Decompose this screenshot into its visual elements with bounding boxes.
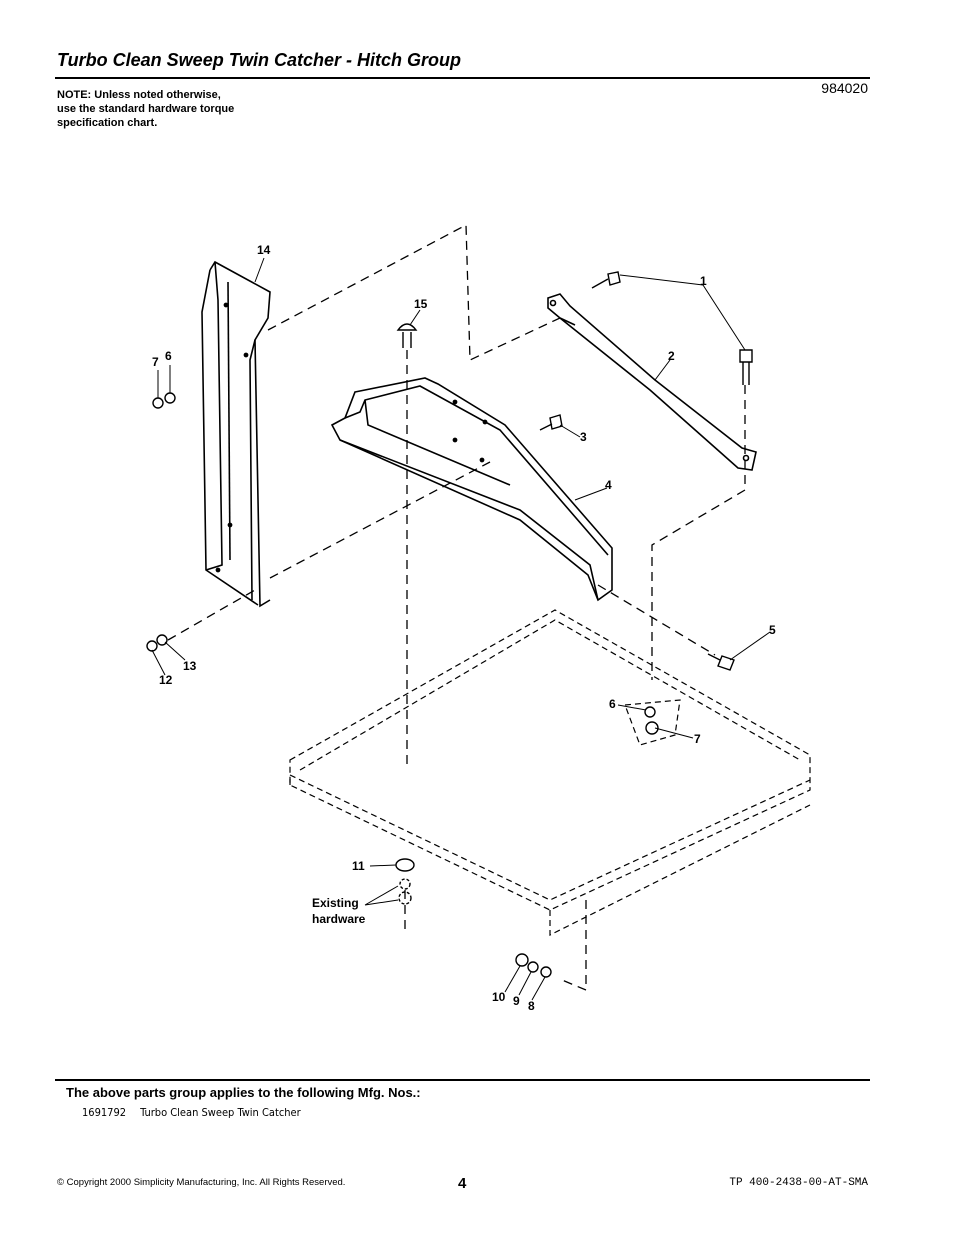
applies-heading: The above parts group applies to the fol… <box>66 1085 421 1100</box>
callout-6: 6 <box>609 697 616 711</box>
callout-11: 11 <box>352 859 365 873</box>
leader-lines <box>151 257 771 1001</box>
page-number: 4 <box>458 1175 467 1192</box>
bolt-icon <box>539 414 563 431</box>
bolt-icon <box>707 653 735 671</box>
callout-9: 9 <box>513 994 520 1008</box>
note-line: NOTE: Unless noted otherwise, <box>57 89 221 101</box>
note-line: use the standard hardware torque <box>57 103 235 115</box>
part-number: 984020 <box>821 80 868 96</box>
torque-note: NOTE: Unless noted otherwise, use the st… <box>57 88 234 130</box>
hitch-strap <box>547 293 757 471</box>
bolt-icon <box>591 271 753 385</box>
callout-14: 14 <box>257 243 271 257</box>
mfg-row: 1691792 Turbo Clean Sweep Twin Catcher <box>82 1106 301 1119</box>
note-line: specification chart. <box>57 117 158 129</box>
callout-7: 7 <box>694 732 701 746</box>
header-rule <box>55 77 870 79</box>
mower-deck-frame <box>289 609 811 936</box>
callout-3: 3 <box>580 430 587 444</box>
existing-hardware-label: hardware <box>312 912 366 926</box>
callout-12: 12 <box>159 673 173 687</box>
callout-7-left: 7 <box>152 355 159 369</box>
callout-2: 2 <box>668 349 675 363</box>
mfg-description: Turbo Clean Sweep Twin Catcher <box>140 1106 301 1119</box>
carriage-bolt-icon <box>396 323 418 348</box>
hitch-bracket <box>330 377 613 602</box>
nut-washer-icon <box>395 706 659 978</box>
callout-4: 4 <box>605 478 612 492</box>
callout-6-left: 6 <box>165 349 172 363</box>
mfg-number: 1691792 <box>82 1106 127 1119</box>
copyright: © Copyright 2000 Simplicity Manufacturin… <box>57 1177 346 1188</box>
exploded-parts-diagram: 1 2 3 4 5 6 7 8 9 10 11 12 13 14 15 7 6 … <box>146 223 811 1013</box>
callout-15: 15 <box>414 297 428 311</box>
document-number: TP 400-2438-00-AT-SMA <box>729 1177 868 1189</box>
assembly-lines <box>167 223 746 991</box>
callout-13: 13 <box>183 659 197 673</box>
callout-8: 8 <box>528 999 535 1013</box>
callout-5: 5 <box>769 623 776 637</box>
page-title: Turbo Clean Sweep Twin Catcher - Hitch G… <box>57 50 462 70</box>
nut-washer-icon <box>146 392 176 652</box>
existing-hardware-label: Existing <box>312 896 359 910</box>
footer-rule <box>55 1079 870 1081</box>
callout-10: 10 <box>492 990 506 1004</box>
vertical-channel-bracket <box>201 260 271 608</box>
callout-1: 1 <box>700 274 707 288</box>
